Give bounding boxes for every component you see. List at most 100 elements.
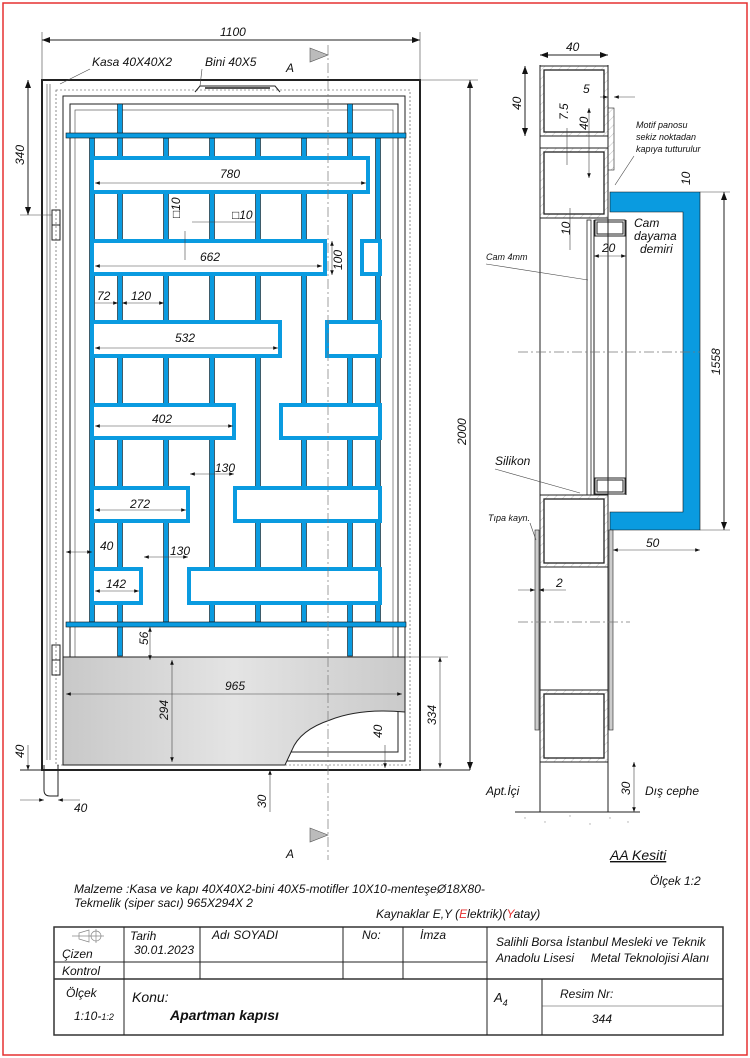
motif-rectangles — [90, 156, 382, 605]
motif-rectangle — [90, 156, 370, 194]
vertical-bar — [89, 137, 95, 623]
note-motif-1: Motif panosu — [636, 120, 688, 130]
note-motif-3: kapıya tutturulur — [636, 144, 702, 154]
dim-30: 30 — [255, 794, 269, 808]
hinge-icon — [51, 209, 61, 241]
label-bini: Bini 40X5 — [205, 55, 257, 69]
section-aa: 40 40 5 7.5 40 10 10 20 1558 50 2 30 Mot… — [485, 40, 730, 888]
dim-square-10: □10 — [232, 208, 253, 222]
motif-rectangle — [233, 486, 382, 523]
dim-40-motif: 40 — [577, 116, 591, 130]
dim-10-glass: 10 — [559, 221, 573, 235]
dim-532: 532 — [175, 331, 195, 345]
note-glass-stop-1: Cam — [634, 216, 659, 230]
vertical-bar — [347, 103, 353, 657]
label-checked: Kontrol — [62, 964, 100, 978]
dim-40-side: 40 — [100, 539, 114, 553]
dim-100: 100 — [331, 250, 345, 270]
dim-120: 120 — [131, 289, 151, 303]
section-title: AA Kesiti — [609, 847, 667, 863]
dim-section-30: 30 — [619, 781, 633, 795]
motif-rectangle — [90, 320, 282, 358]
dim-142: 142 — [106, 577, 126, 591]
door-elevation: 1100 2000 340 780 662 532 402 272 142 □1… — [13, 25, 478, 861]
section-marker-bottom: A — [285, 847, 294, 861]
note-silicone: Silikon — [495, 454, 531, 468]
dim-section-40-width: 40 — [566, 40, 580, 54]
dim-72: 72 — [97, 289, 111, 303]
label-drawn-by: Çizen — [62, 947, 93, 961]
motif-rectangle — [325, 320, 382, 358]
projection-symbol-icon — [72, 929, 104, 943]
label-kasa: Kasa 40X40X2 — [92, 55, 172, 69]
motif-rectangle — [279, 403, 382, 440]
dim-1558: 1558 — [709, 348, 723, 375]
kick-plate-inner — [534, 529, 540, 731]
elevation-dimensions: 1100 2000 340 780 662 532 402 272 142 □1… — [13, 25, 478, 861]
weld-note: Kaynaklar E,Y (Elektrik)(Yatay) — [376, 907, 540, 921]
dim-662: 662 — [200, 250, 220, 264]
section-arrow-icon — [309, 47, 329, 63]
dim-334: 334 — [425, 705, 439, 725]
drawing-date: 30.01.2023 — [134, 943, 194, 957]
dim-294: 294 — [157, 700, 171, 721]
school-name-line-2: Anadolu Lisesi Metal Teknolojisi Alanı — [495, 951, 709, 965]
vertical-bar — [117, 103, 123, 657]
note-glass-stop-3: demiri — [640, 242, 673, 256]
label-inside: Apt.İçi — [485, 784, 520, 798]
note-plug-weld: Tıpa kayn. — [488, 513, 530, 523]
vertical-bar — [209, 137, 215, 623]
scale-value: 1:10-1:2 — [74, 1009, 114, 1023]
material-note-line-1: Malzeme :Kasa ve kapı 40X40X2-bini 40X5-… — [74, 882, 485, 896]
dim-56: 56 — [137, 631, 151, 645]
note-glass: Cam 4mm — [486, 252, 528, 262]
label-signature: İmza — [420, 928, 446, 942]
kick-plate-outer — [608, 529, 614, 731]
school-name-line-1: Salihli Borsa İstanbul Mesleki ve Teknik — [496, 935, 707, 949]
dim-130-upper: 130 — [215, 461, 235, 475]
label-drawing-number: Resim Nr: — [560, 987, 613, 1001]
label-no: No: — [362, 928, 381, 942]
label-date: Tarih — [130, 929, 157, 943]
section-marker-top: A — [285, 61, 294, 75]
motif-rectangle — [90, 486, 190, 523]
drawing-number: 344 — [592, 1012, 612, 1026]
motif-rectangle — [90, 239, 327, 276]
dim-965: 965 — [225, 679, 245, 693]
glass-pane — [586, 219, 592, 496]
section-scale: Ölçek 1:2 — [650, 874, 701, 888]
motif-rectangle — [90, 403, 236, 440]
label-name: Adı SOYADI — [211, 928, 279, 942]
dim-2: 2 — [555, 576, 563, 590]
dim-square-10-vertical: □10 — [169, 197, 183, 218]
vertical-bar — [163, 137, 169, 623]
dim-780: 780 — [220, 167, 240, 181]
motif-profile — [609, 191, 701, 531]
hinge-icon — [51, 644, 61, 676]
bottom-rail — [65, 621, 407, 628]
dim-40-left: 40 — [13, 744, 27, 758]
dim-272: 272 — [129, 497, 150, 511]
dim-40-kick: 40 — [371, 724, 385, 738]
vertical-bar — [301, 137, 307, 623]
dim-340: 340 — [13, 145, 27, 165]
dim-5: 5 — [583, 82, 590, 96]
dim-40-bottom: 40 — [74, 801, 88, 815]
vertical-bar — [375, 137, 381, 623]
dim-width: 1100 — [220, 25, 246, 39]
subject-value: Apartman kapısı — [169, 1007, 279, 1023]
material-note-line-2: Tekmelik (siper sacı) 965X294X 2 — [74, 896, 253, 910]
label-scale: Ölçek — [66, 986, 98, 1000]
dim-402: 402 — [152, 412, 172, 426]
paper-size: A4 — [493, 990, 508, 1008]
dim-130-lower: 130 — [170, 544, 190, 558]
section-arrow-icon — [309, 827, 329, 843]
motif-rectangle — [360, 239, 382, 276]
dim-height: 2000 — [455, 418, 469, 446]
title-block: Tarih Adı SOYADI No: İmza Çizen 30.01.20… — [53, 926, 724, 1036]
note-glass-stop-2: dayama — [634, 229, 677, 243]
dim-10-motif: 10 — [679, 171, 693, 185]
vertical-bar — [255, 137, 261, 623]
